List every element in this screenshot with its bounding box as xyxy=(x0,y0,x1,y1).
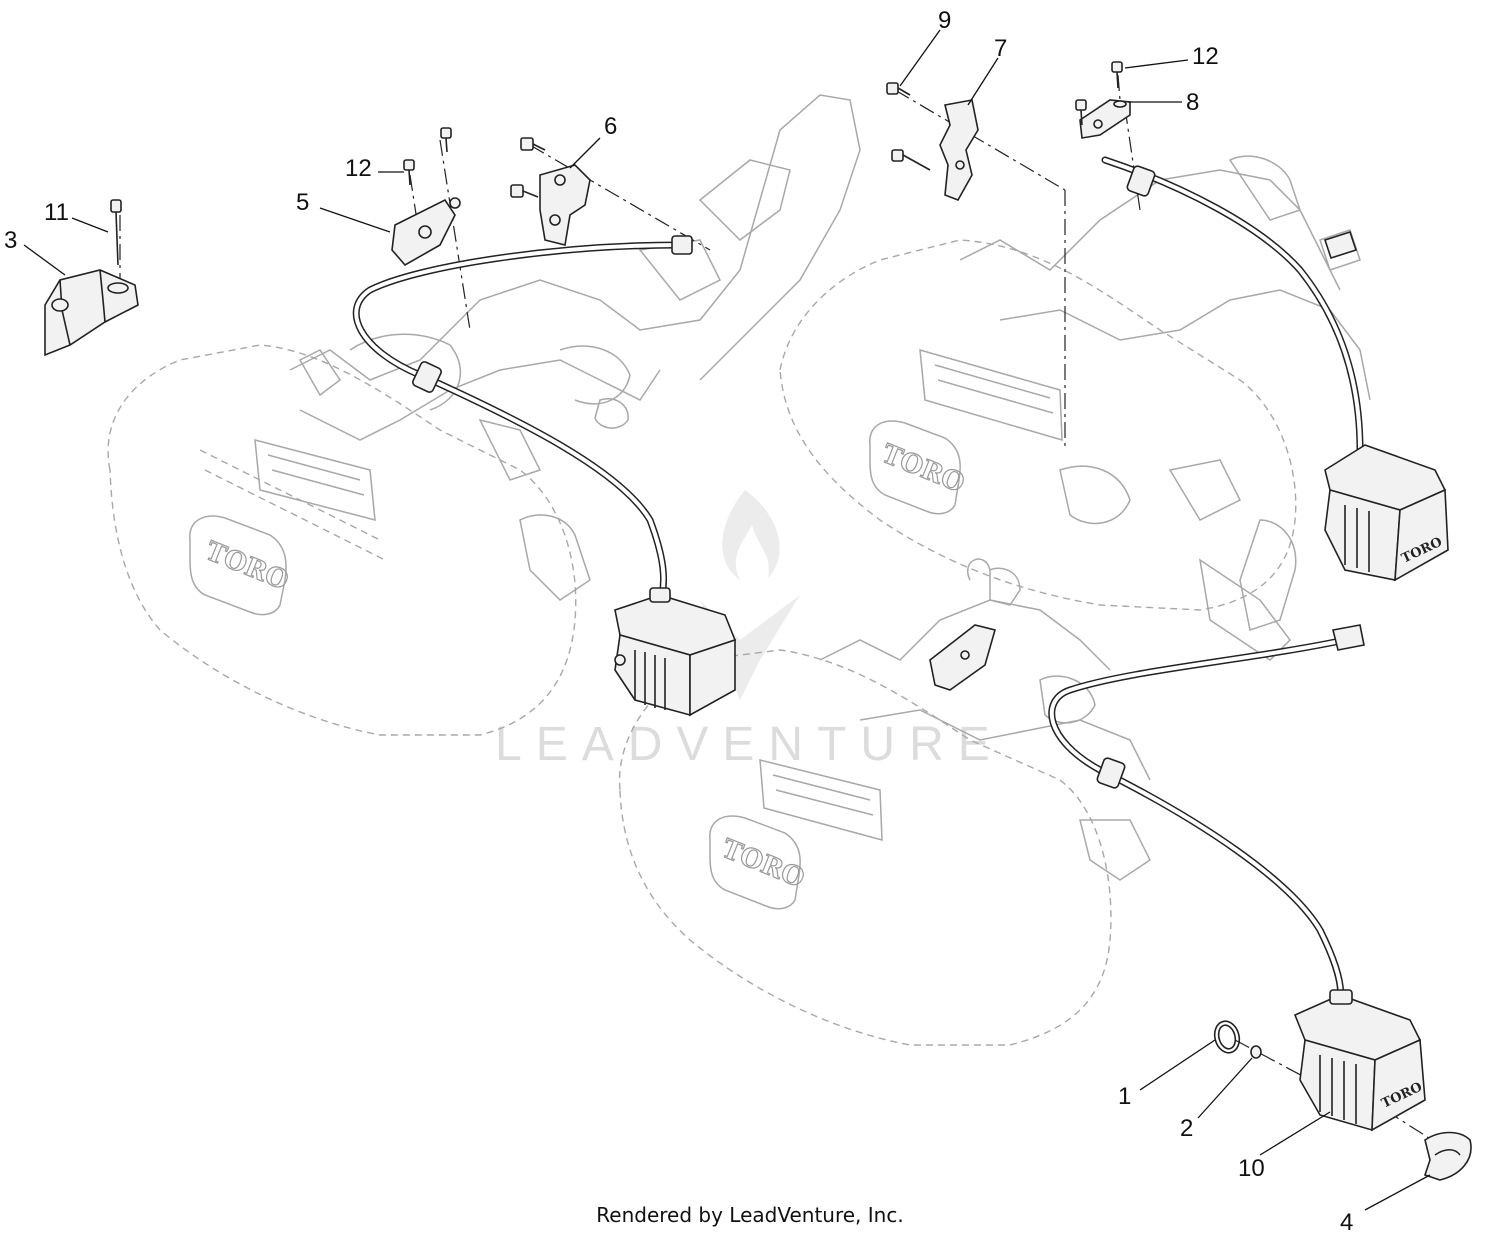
part-5-bracket xyxy=(391,197,461,267)
callout-10: 10 xyxy=(1238,1155,1265,1182)
part-4-cover xyxy=(1423,1131,1472,1181)
callout-labels: 3 11 5 12 6 7 9 12 8 1 2 10 4 xyxy=(4,7,1353,1236)
part-6-bracket xyxy=(510,137,591,246)
callout-1: 1 xyxy=(1118,1083,1131,1110)
callout-12-left: 12 xyxy=(345,155,372,182)
footer-credit: Rendered by LeadVenture, Inc. xyxy=(596,1203,904,1227)
hydraulic-motor-right-top: TORO xyxy=(1324,444,1449,582)
part-11-bolt xyxy=(110,199,122,266)
callout-12-right: 12 xyxy=(1192,43,1219,70)
callout-6: 6 xyxy=(604,113,617,140)
right-top-cutting-unit: TORO xyxy=(779,155,1371,661)
watermark-text: LEADVENTURE xyxy=(495,718,1004,771)
part-2-plug xyxy=(1250,1045,1262,1059)
part-3-cover xyxy=(44,269,139,357)
hydraulic-motor-bottom: TORO xyxy=(1293,989,1426,1132)
toro-logo: TORO xyxy=(201,536,292,596)
watermark: LEADVENTURE xyxy=(495,490,1004,771)
callout-2: 2 xyxy=(1180,1115,1193,1142)
callout-4: 4 xyxy=(1340,1209,1353,1236)
part-1-o-ring xyxy=(1213,1020,1241,1054)
hydraulic-motor-left xyxy=(614,587,737,717)
part-7-bracket xyxy=(886,82,979,201)
leader-lines xyxy=(23,29,1431,1211)
part-12-bolts-left xyxy=(403,127,452,186)
part-8-bracket xyxy=(1079,99,1131,139)
callout-3: 3 xyxy=(4,227,17,254)
callout-7: 7 xyxy=(994,35,1007,62)
callout-8: 8 xyxy=(1186,89,1199,116)
part-12-bolts-right xyxy=(1075,61,1123,126)
callout-11: 11 xyxy=(44,199,69,226)
callout-5: 5 xyxy=(296,189,309,216)
bracket-center-unit xyxy=(929,624,996,691)
callout-9: 9 xyxy=(938,7,951,34)
hydraulic-hoses xyxy=(352,156,1365,1004)
